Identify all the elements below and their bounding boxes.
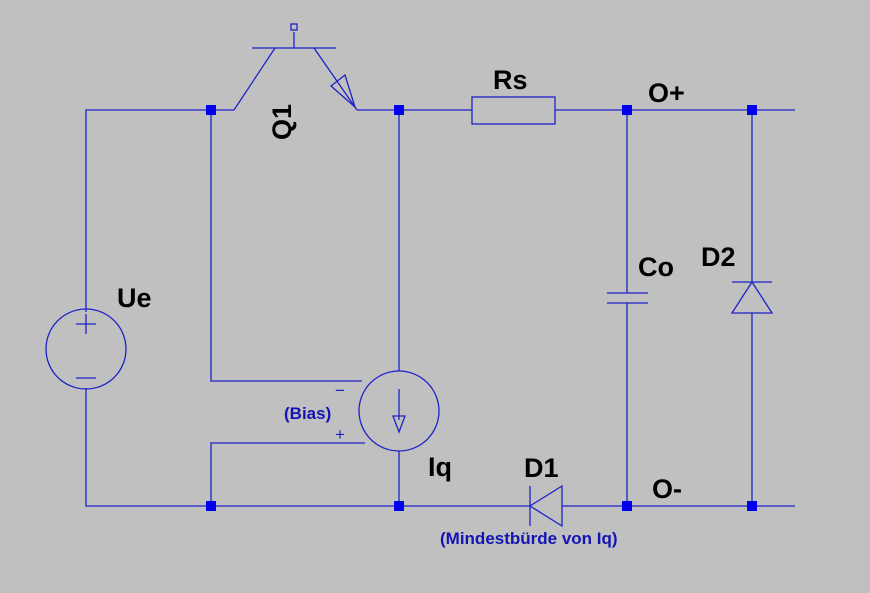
diode-d2 [730, 280, 774, 314]
label-co: Co [638, 252, 674, 282]
ue-circle [45, 308, 127, 390]
wire-top-left [85, 109, 234, 312]
note-d1: (Mindestbürde von Iq) [440, 529, 618, 548]
junction-dot [747, 501, 757, 511]
label-q1: Q1 [267, 104, 297, 140]
resistor-rs [471, 96, 556, 125]
junction-dot [747, 105, 757, 115]
label-out-plus: O+ [648, 78, 685, 108]
capacitor-co [607, 292, 648, 304]
note-bias: (Bias) [284, 404, 331, 423]
junction-dot [206, 501, 216, 511]
label-ue: Ue [117, 283, 152, 313]
q1-base-pin [290, 23, 298, 31]
voltage-source-ue [45, 308, 127, 390]
wire-bias-minus [210, 110, 362, 382]
q1-collector [233, 47, 276, 111]
junction-dot [394, 105, 404, 115]
junction-dot [394, 501, 404, 511]
label-rs: Rs [493, 65, 528, 95]
label-d2: D2 [701, 242, 736, 272]
junction-dot [622, 105, 632, 115]
wires [85, 109, 795, 507]
iq-circle [358, 370, 440, 452]
current-source-iq [358, 370, 440, 452]
iq-plus-sign: + [335, 425, 345, 444]
junction-dot [206, 105, 216, 115]
junction-dot [622, 501, 632, 511]
label-out-minus: O- [652, 474, 682, 504]
d1-triangle [528, 484, 563, 528]
d2-triangle [730, 280, 774, 314]
iq-minus-sign: − [335, 381, 345, 400]
label-d1: D1 [524, 453, 559, 483]
q1-emitter-arrow [329, 73, 357, 110]
wire-bias-plus [210, 442, 365, 506]
transistor-q1 [233, 23, 358, 111]
junctions [206, 105, 757, 511]
wire-bottom-left [85, 388, 530, 507]
diode-d1 [528, 484, 563, 528]
label-iq: Iq [428, 452, 452, 482]
iq-arrow-head [392, 415, 406, 434]
q1-emitter [313, 47, 358, 111]
